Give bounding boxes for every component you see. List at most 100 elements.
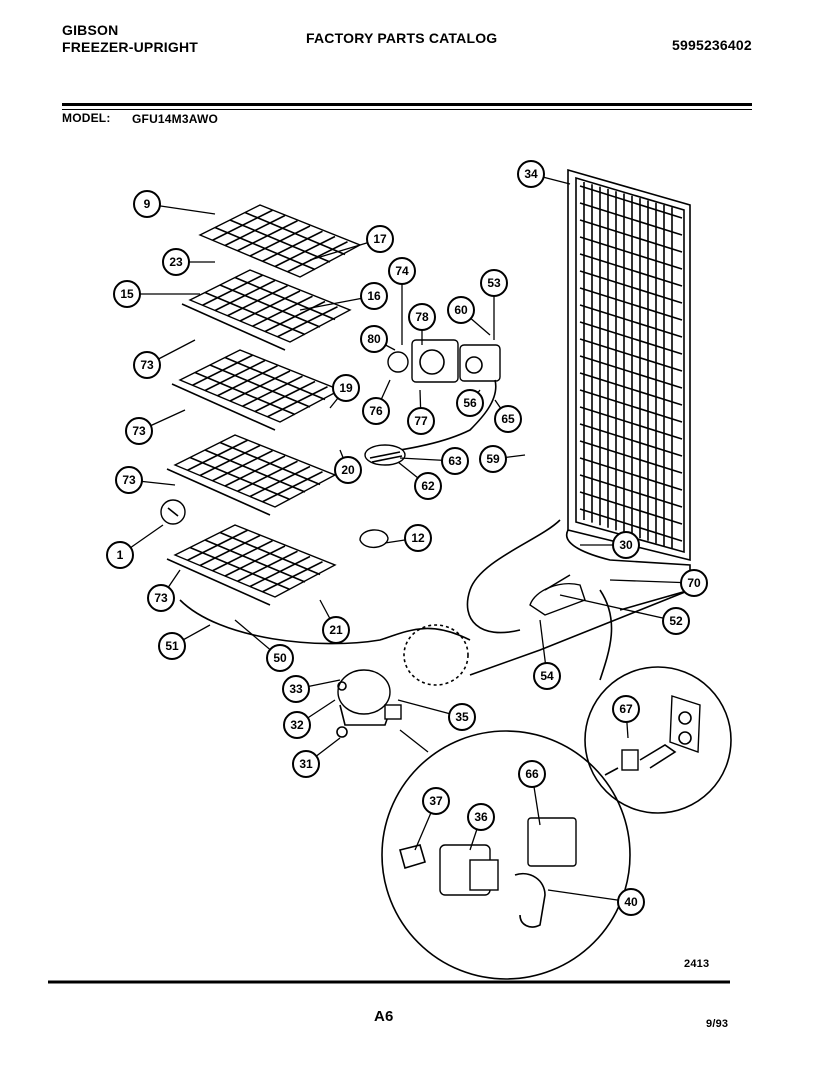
svg-text:1: 1	[117, 548, 124, 562]
product-type: FREEZER-UPRIGHT	[62, 39, 198, 55]
shelf-stack	[166, 204, 362, 606]
svg-text:73: 73	[154, 591, 168, 605]
callout-66: 66	[518, 760, 546, 788]
evaporator-coil	[565, 168, 691, 611]
callout-60: 60	[447, 296, 475, 324]
svg-text:20: 20	[341, 463, 355, 477]
model-label: MODEL:	[62, 111, 111, 125]
header-rule-thin	[62, 109, 752, 110]
callout-52: 52	[662, 607, 690, 635]
relay-detail-view	[381, 729, 631, 980]
svg-text:12: 12	[411, 531, 425, 545]
svg-text:36: 36	[474, 810, 488, 824]
svg-text:78: 78	[415, 310, 429, 324]
callout-73: 73	[115, 466, 143, 494]
callout-37: 37	[422, 787, 450, 815]
callout-30: 30	[612, 531, 640, 559]
svg-text:73: 73	[140, 358, 154, 372]
svg-text:37: 37	[429, 794, 443, 808]
callout-59: 59	[479, 445, 507, 473]
svg-text:15: 15	[120, 287, 134, 301]
svg-text:65: 65	[501, 412, 515, 426]
drain-parts	[160, 499, 389, 548]
svg-text:66: 66	[525, 767, 539, 781]
callout-33: 33	[282, 675, 310, 703]
callout-23: 23	[162, 248, 190, 276]
svg-text:19: 19	[339, 381, 353, 395]
callout-76: 76	[362, 397, 390, 425]
page-number: A6	[374, 1008, 394, 1025]
condenser-outline	[403, 624, 469, 686]
shelf	[166, 434, 337, 516]
callout-74: 74	[388, 257, 416, 285]
shelf	[198, 204, 362, 278]
svg-text:23: 23	[169, 255, 183, 269]
svg-text:60: 60	[454, 303, 468, 317]
callout-9: 9	[133, 190, 161, 218]
date-code: 9/93	[706, 1018, 729, 1030]
svg-text:40: 40	[624, 895, 638, 909]
svg-text:70: 70	[687, 576, 701, 590]
svg-text:62: 62	[421, 479, 435, 493]
svg-text:31: 31	[299, 757, 313, 771]
callout-50: 50	[266, 644, 294, 672]
svg-text:67: 67	[619, 702, 633, 716]
svg-text:30: 30	[619, 538, 633, 552]
svg-text:80: 80	[367, 332, 381, 346]
model-value: GFU14M3AWO	[132, 112, 219, 126]
svg-text:35: 35	[455, 710, 469, 724]
outlet-detail-view	[584, 666, 732, 814]
callout-51: 51	[158, 632, 186, 660]
shelf	[181, 269, 352, 351]
callout-32: 32	[283, 711, 311, 739]
callout-80: 80	[360, 325, 388, 353]
callout-73: 73	[133, 351, 161, 379]
callout-73: 73	[147, 584, 175, 612]
callout-54: 54	[533, 662, 561, 690]
callout-56: 56	[456, 389, 484, 417]
svg-text:33: 33	[289, 682, 303, 696]
callout-leader	[559, 594, 677, 622]
callout-20: 20	[334, 456, 362, 484]
callout-53: 53	[480, 269, 508, 297]
svg-text:16: 16	[367, 289, 381, 303]
catalog-title: FACTORY PARTS CATALOG	[306, 30, 498, 46]
callout-70: 70	[680, 569, 708, 597]
svg-text:52: 52	[669, 614, 683, 628]
svg-text:59: 59	[486, 452, 500, 466]
callout-78: 78	[408, 303, 436, 331]
svg-text:73: 73	[122, 473, 136, 487]
svg-text:34: 34	[524, 167, 538, 181]
callout-12: 12	[404, 524, 432, 552]
refrigerant-tubing	[179, 519, 691, 681]
callout-19: 19	[332, 374, 360, 402]
catalog-number: 5995236402	[672, 37, 752, 53]
callout-17: 17	[366, 225, 394, 253]
shelf	[166, 524, 337, 606]
svg-text:74: 74	[395, 264, 409, 278]
callout-36: 36	[467, 803, 495, 831]
svg-text:17: 17	[373, 232, 387, 246]
svg-text:77: 77	[414, 414, 428, 428]
compressor	[336, 669, 402, 738]
callout-40: 40	[617, 888, 645, 916]
callout-73: 73	[125, 417, 153, 445]
svg-text:50: 50	[273, 651, 287, 665]
svg-text:51: 51	[165, 639, 179, 653]
callout-35: 35	[448, 703, 476, 731]
shelf	[171, 349, 342, 431]
callout-leader	[609, 579, 695, 584]
callout-62: 62	[414, 472, 442, 500]
callout-31: 31	[292, 750, 320, 778]
callout-15: 15	[113, 280, 141, 308]
svg-text:53: 53	[487, 276, 501, 290]
svg-text:76: 76	[369, 404, 383, 418]
svg-text:63: 63	[448, 454, 462, 468]
svg-text:56: 56	[463, 396, 477, 410]
svg-text:9: 9	[144, 197, 151, 211]
callout-34: 34	[517, 160, 545, 188]
callout-67: 67	[612, 695, 640, 723]
brand-name: GIBSON	[62, 22, 119, 38]
defrost-heater	[364, 444, 406, 466]
